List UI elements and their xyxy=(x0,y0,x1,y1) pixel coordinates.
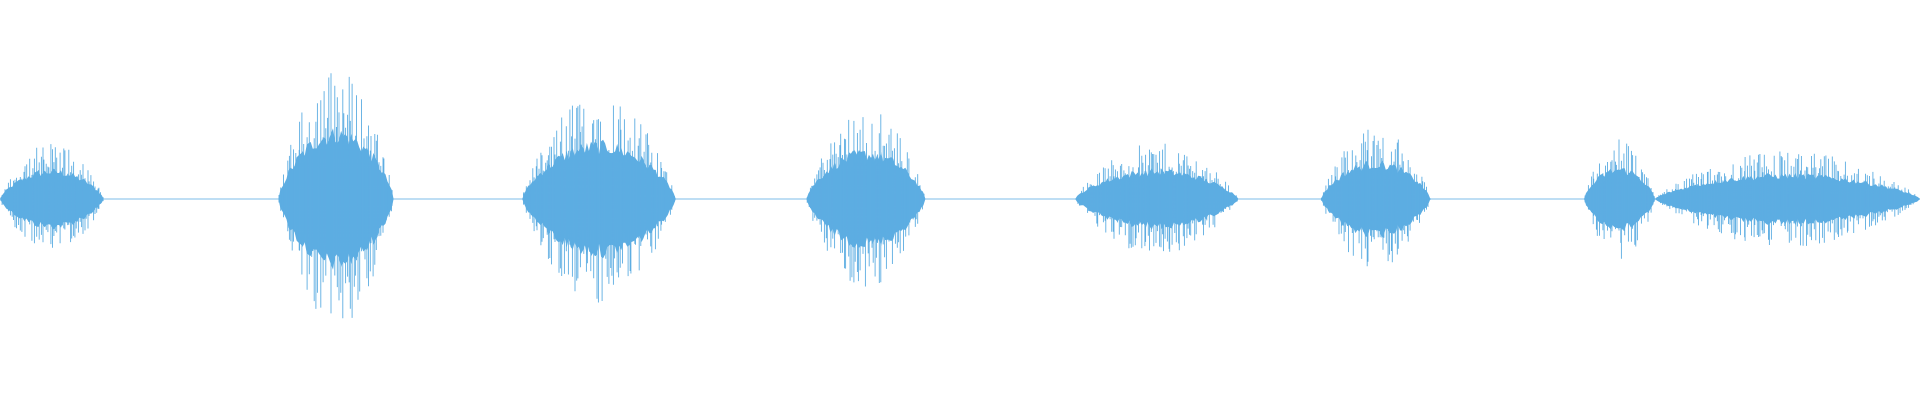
waveform-spikes xyxy=(806,114,925,287)
waveform-segment-5 xyxy=(1074,143,1239,252)
waveform-segment-3 xyxy=(522,104,676,303)
waveform-segment-8 xyxy=(1655,151,1920,246)
waveform-spikes xyxy=(0,144,104,248)
waveform-body xyxy=(0,168,104,230)
waveform-segment-1 xyxy=(0,144,104,248)
waveform-spikes xyxy=(1320,129,1431,267)
waveform-spikes xyxy=(1074,143,1238,252)
waveform-spikes xyxy=(1655,151,1920,246)
waveform-segment-6 xyxy=(1320,129,1431,267)
waveform-spikes xyxy=(278,73,393,319)
waveform-spikes xyxy=(523,104,675,303)
waveform-spikes xyxy=(1584,139,1655,259)
waveform-segment-7 xyxy=(1584,139,1655,259)
waveform-segment-4 xyxy=(806,114,926,287)
waveform-segments xyxy=(0,73,1920,319)
waveform-segment-2 xyxy=(278,73,394,319)
